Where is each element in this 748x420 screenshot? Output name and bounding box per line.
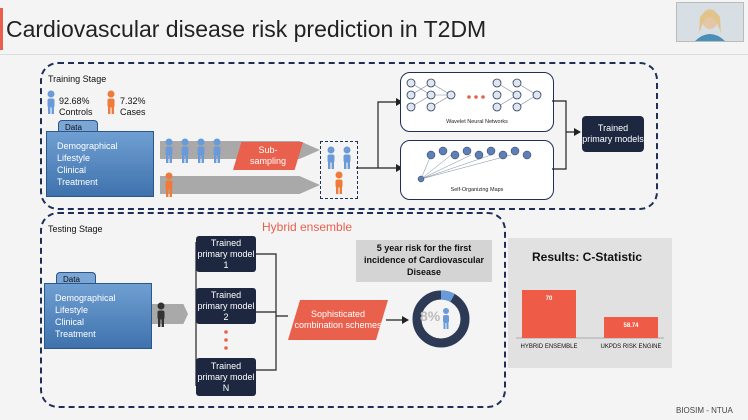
risk-banner-text: 5 year risk for the first incidence of C… bbox=[363, 243, 485, 277]
controls-label: Controls bbox=[59, 107, 93, 117]
testing-stage-label: Testing Stage bbox=[48, 224, 103, 234]
folder-line: Clinical bbox=[57, 165, 87, 175]
subsampling-step: Sub- sampling bbox=[233, 142, 303, 170]
training-folder-tab: Data bbox=[58, 120, 98, 132]
bar-value-label: 70 bbox=[546, 296, 553, 302]
results-title: Results: C-Statistic bbox=[532, 250, 643, 264]
bar-category-label: HYBRID ENSEMBLE bbox=[520, 344, 577, 350]
risk-donut-arc bbox=[412, 290, 470, 348]
bar-0 bbox=[522, 290, 576, 338]
presenter-video[interactable] bbox=[676, 2, 744, 42]
risk-donut-chart bbox=[412, 290, 470, 348]
wavelet-nn-panel: Wavelet Neural Networks bbox=[400, 72, 554, 132]
bar-category-label: UKPDS RISK ENGINE bbox=[600, 344, 661, 350]
trained-model-n: Trained primary model N bbox=[196, 358, 256, 396]
controls-percent: 92.68% bbox=[59, 96, 90, 106]
cases-person-icon bbox=[107, 90, 115, 114]
title-divider bbox=[0, 54, 748, 55]
more-models-ellipsis bbox=[224, 330, 228, 350]
presenter-avatar-icon bbox=[677, 3, 743, 41]
trained-model-2: Trained primary model 2 bbox=[196, 288, 256, 324]
folder-line: Demographical bbox=[57, 141, 118, 151]
trained-model-1: Trained primary model 1 bbox=[196, 236, 256, 272]
hybrid-ensemble-label: Hybrid ensemble bbox=[262, 220, 353, 234]
patient-person-icon bbox=[157, 302, 165, 327]
subsample-group bbox=[320, 141, 358, 199]
footer-label: BIOSIM - NTUA bbox=[676, 406, 733, 415]
som-network-icon bbox=[417, 146, 532, 183]
controls-person-icon bbox=[47, 90, 55, 114]
testing-data-folder: Demographical Lifestyle Clinical Treatme… bbox=[44, 283, 152, 349]
slide-title: Cardiovascular disease risk prediction i… bbox=[6, 16, 487, 42]
folder-line: Demographical bbox=[55, 293, 116, 303]
cases-flow-arrow bbox=[160, 176, 320, 194]
cases-percent: 7.32% bbox=[120, 96, 146, 106]
bar-value-label: 58.74 bbox=[623, 323, 639, 329]
combination-arrow bbox=[386, 316, 409, 324]
training-data-folder: Demographical Lifestyle Clinical Treatme… bbox=[46, 131, 154, 197]
bar-1 bbox=[604, 317, 658, 338]
folder-line: Clinical bbox=[55, 317, 85, 327]
trained-primary-models: Trained primary models bbox=[582, 116, 644, 152]
som-label: Self-Organizing Maps bbox=[450, 187, 504, 193]
wavelet-nn-label: Wavelet Neural Networks bbox=[446, 119, 508, 125]
folder-line: Lifestyle bbox=[57, 153, 91, 163]
combination-schemes-step: Sophisticated combination schemes bbox=[288, 300, 388, 340]
testing-stage-panel bbox=[40, 212, 506, 408]
controls-people-icon bbox=[165, 138, 221, 163]
training-stage-label: Training Stage bbox=[48, 74, 107, 84]
title-accent-bar bbox=[0, 8, 3, 50]
folder-line: Treatment bbox=[55, 329, 96, 339]
training-connector bbox=[356, 98, 403, 172]
models-to-trained-connector bbox=[552, 100, 581, 170]
som-panel: Self-Organizing Maps bbox=[400, 140, 554, 200]
wavelet-network-icon bbox=[406, 78, 542, 112]
cases-people-icon bbox=[165, 172, 173, 197]
folder-line: Lifestyle bbox=[55, 305, 89, 315]
cases-label: Cases bbox=[120, 107, 146, 117]
risk-person-icon bbox=[443, 308, 449, 329]
risk-percent: 8% bbox=[420, 308, 441, 324]
testing-folder-tab: Data bbox=[56, 272, 96, 284]
folder-line: Treatment bbox=[57, 177, 98, 187]
risk-banner: 5 year risk for the first incidence of C… bbox=[356, 240, 492, 282]
training-stage-panel bbox=[40, 62, 658, 210]
subsample-people-icon bbox=[327, 146, 351, 194]
